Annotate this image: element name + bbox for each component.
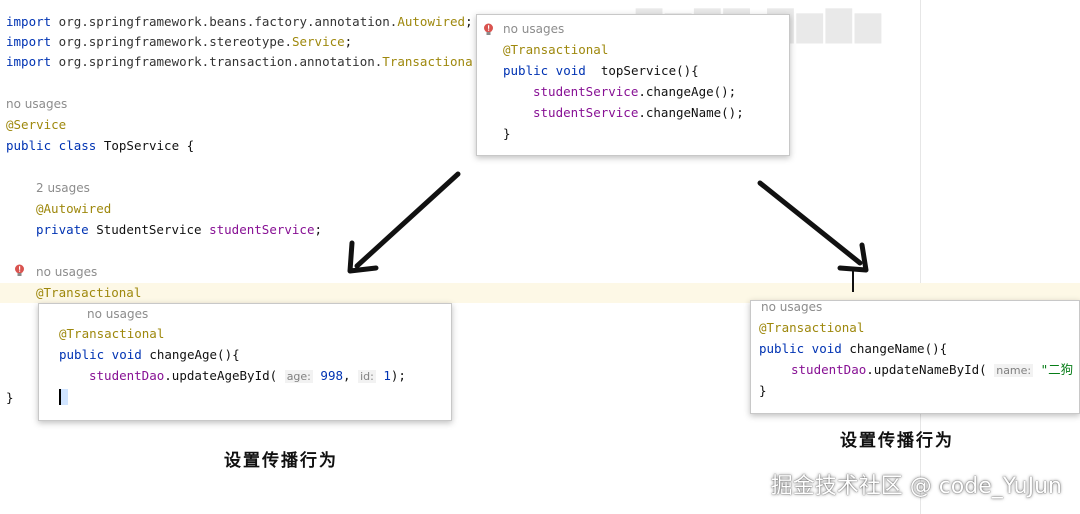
arrow-icon [347,171,461,274]
field-annotation: @Autowired [36,201,112,216]
editor-right-margin [920,0,921,514]
text-caret[interactable] [59,386,68,406]
class-closing-brace: } [6,390,14,405]
popup-left-declaration: public void changeAge(){ [59,347,240,362]
popup-top-service[interactable]: no usages @Transactional public void top… [476,14,790,156]
class-declaration: public class TopService { [6,138,195,153]
popup-right-close: } [759,383,767,398]
caption-right: 设置传播行为 [840,431,954,451]
popup-top-call-1: studentService.changeAge(); [533,84,737,99]
field-declaration: private StudentService studentService; [36,222,322,237]
popup-change-age[interactable]: no usages @Transactional public void cha… [38,303,452,421]
popup-right-body: studentDao.updateNameById( name: "二狗 [791,362,1074,377]
popup-change-name[interactable]: no usages @Transactional public void cha… [750,300,1080,414]
arrow-icon [757,180,869,292]
class-usages-hint[interactable]: no usages [6,97,68,111]
watermark: 掘金技术社区 @ code_YuJun [770,474,1062,499]
field-usages-hint[interactable]: 2 usages [36,181,90,195]
popup-top-close: } [503,126,511,141]
popup-right-usages[interactable]: no usages [761,300,823,314]
import-line-1: import org.springframework.beans.factory… [6,14,473,29]
bulb-warning-icon[interactable] [483,23,494,37]
import-line-3: import org.springframework.transaction.a… [6,54,473,69]
popup-left-body: studentDao.updateAgeById( age: 998, id: … [89,368,406,383]
import-line-2: import org.springframework.stereotype.Se… [6,34,353,49]
method-usages-hint[interactable]: no usages [36,265,98,279]
popup-top-declaration: public void topService(){ [503,63,699,78]
popup-left-annotation: @Transactional [59,326,165,341]
method-annotation: @Transactional [36,285,142,300]
popup-top-usages[interactable]: no usages [503,22,565,36]
current-line-highlight [0,283,1080,303]
popup-right-declaration: public void changeName(){ [759,341,948,356]
popup-right-annotation: @Transactional [759,320,865,335]
caption-left: 设置传播行为 [224,451,338,471]
popup-top-annotation: @Transactional [503,42,609,57]
bulb-warning-icon[interactable] [14,264,25,278]
popup-left-usages[interactable]: no usages [87,307,149,321]
class-annotation: @Service [6,117,67,132]
popup-top-call-2: studentService.changeName(); [533,105,744,120]
